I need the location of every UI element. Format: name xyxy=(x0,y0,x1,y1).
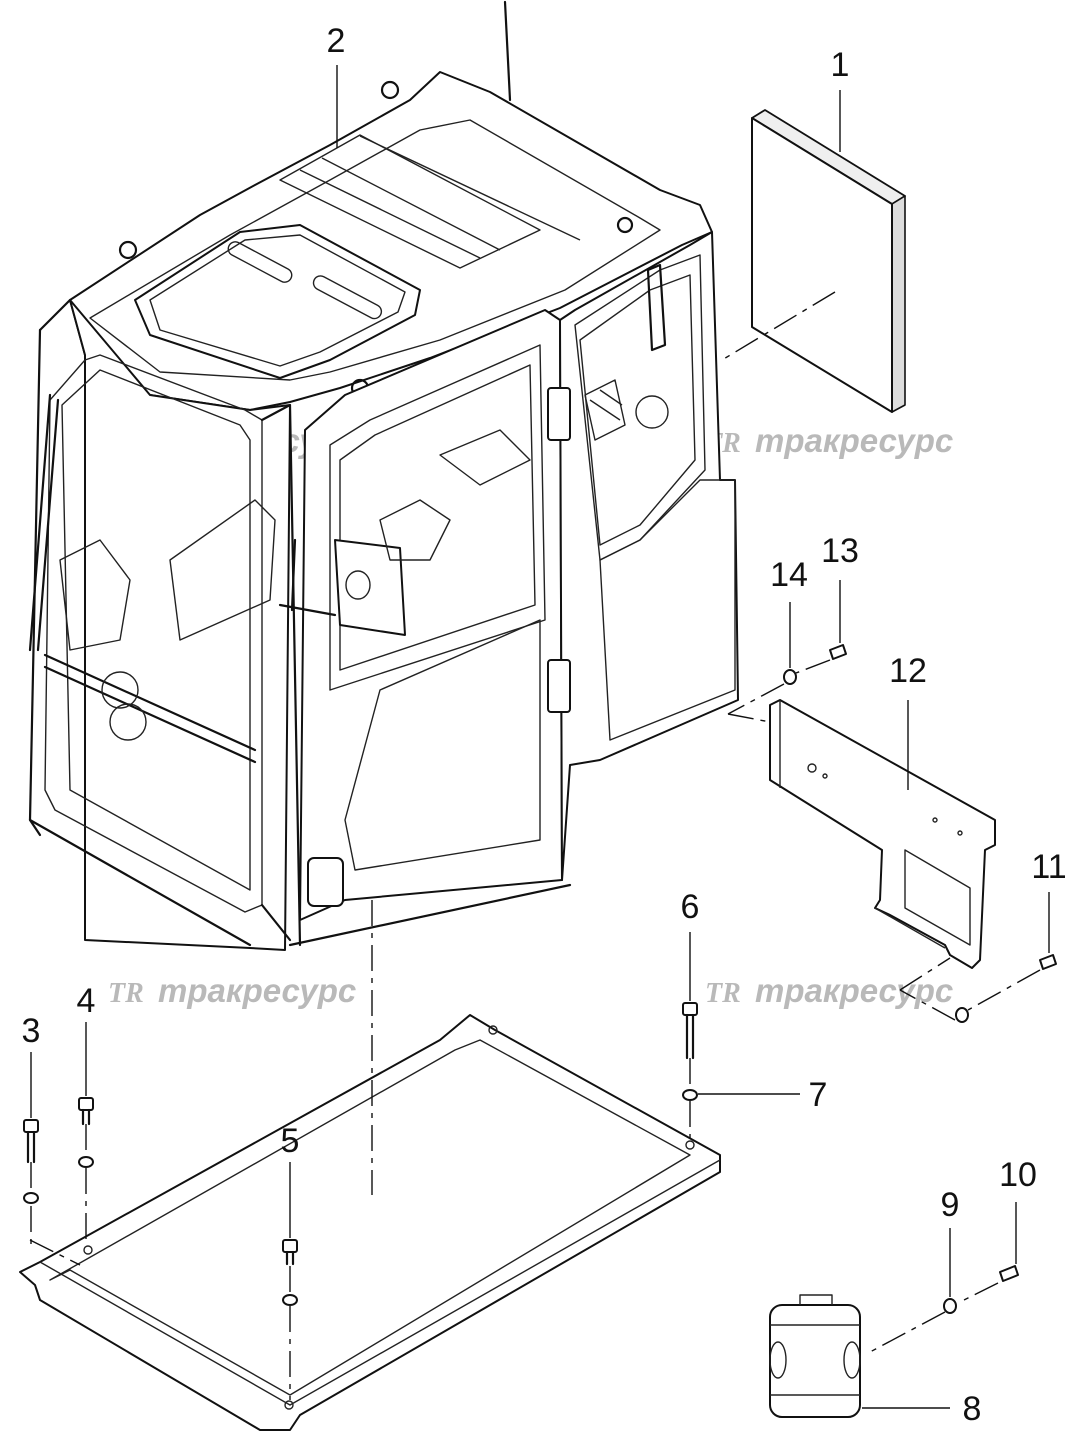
watermark: TR тракресурс xyxy=(108,972,356,1009)
callout-4: 4 xyxy=(77,982,96,1020)
callout-labels: 1 2 3 4 5 6 7 8 9 10 11 12 13 14 xyxy=(22,22,1067,1428)
watermark-logo: TR xyxy=(108,978,144,1009)
part-1-filter-panel xyxy=(751,109,906,413)
base-frame xyxy=(19,1014,721,1431)
callout-5: 5 xyxy=(281,1122,300,1160)
watermark-text: тракресурс xyxy=(158,972,356,1009)
callout-12: 12 xyxy=(889,652,927,690)
callout-1: 1 xyxy=(831,46,850,84)
watermark: TR тракресурс xyxy=(705,422,953,459)
callout-10: 10 xyxy=(999,1156,1037,1194)
part-2-cab xyxy=(28,0,739,951)
fasteners xyxy=(23,644,1057,1314)
callout-14: 14 xyxy=(770,556,808,594)
callout-11: 11 xyxy=(1031,848,1066,886)
part-8-box xyxy=(769,1294,861,1418)
callout-7: 7 xyxy=(809,1076,828,1114)
callout-8: 8 xyxy=(963,1390,982,1428)
part-12-bracket-plate xyxy=(769,699,996,969)
callout-2: 2 xyxy=(327,22,346,60)
watermark: TR тракресурс xyxy=(705,972,953,1009)
watermark-text: тракресурс xyxy=(755,422,953,459)
leader-lines xyxy=(29,65,1050,1409)
callout-9: 9 xyxy=(941,1186,960,1224)
watermark-text: тракресурс xyxy=(755,972,953,1009)
watermark-logo: TR xyxy=(705,978,741,1009)
callout-13: 13 xyxy=(821,532,859,570)
callout-3: 3 xyxy=(22,1012,41,1050)
callout-6: 6 xyxy=(681,888,700,926)
